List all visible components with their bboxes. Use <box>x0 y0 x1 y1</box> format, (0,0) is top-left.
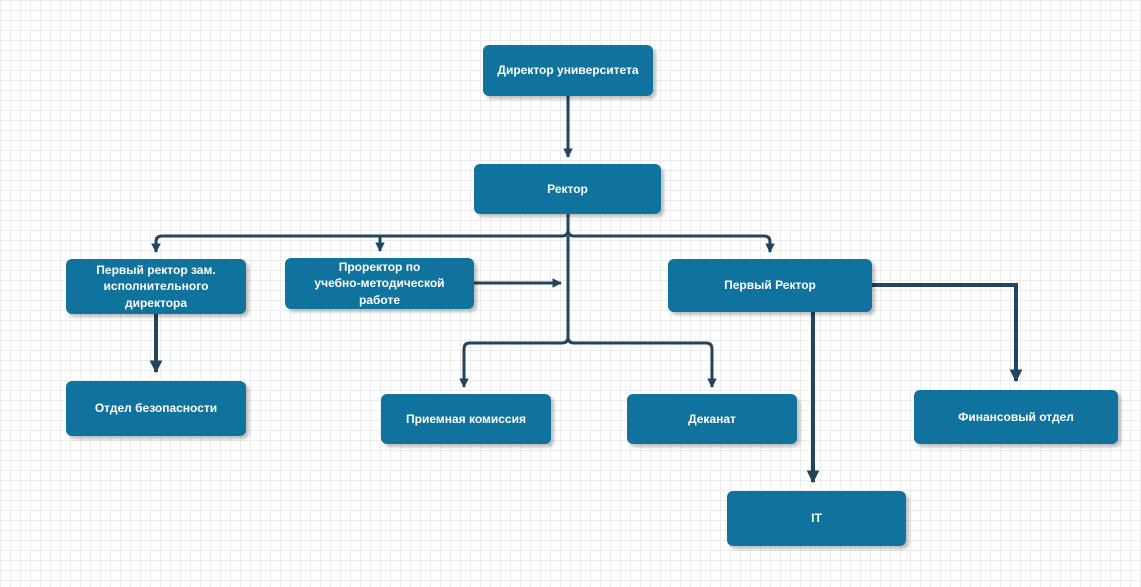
node-rector-label: Ректор <box>547 181 588 196</box>
edge-first-rector-finance <box>872 283 1023 383</box>
node-finance-label: Финансовый отдел <box>958 409 1074 424</box>
node-first-vice-rector-label: Первый ректор зам. исполнительного дирек… <box>96 263 216 310</box>
node-security[interactable]: Отдел безопасности <box>66 381 246 436</box>
node-security-label: Отдел безопасности <box>94 401 218 416</box>
node-rector[interactable]: Ректор <box>474 164 661 214</box>
node-first-rector-label: Первый Ректор <box>724 278 816 293</box>
node-director-label: Директор университета <box>497 63 639 78</box>
node-director[interactable]: Директор университета <box>483 45 653 96</box>
node-it[interactable]: IT <box>727 491 906 546</box>
node-admission-label: Приемная комиссия <box>406 411 526 426</box>
edge-rector-first-vice <box>151 214 570 253</box>
node-admission[interactable]: Приемная комиссия <box>381 394 551 444</box>
node-it-label: IT <box>811 511 822 526</box>
edge-rector-admission-deanery <box>459 236 570 388</box>
node-first-vice-rector[interactable]: Первый ректор зам. исполнительного дирек… <box>66 259 246 314</box>
node-first-rector[interactable]: Первый Ректор <box>668 259 872 312</box>
edge-rector-first-rector <box>566 229 775 253</box>
node-deanery[interactable]: Деканат <box>627 394 797 444</box>
node-prorector-label: Проректор по учебно-методической работе <box>314 260 445 307</box>
node-prorector[interactable]: Проректор по учебно-методической работе <box>285 258 474 309</box>
node-finance[interactable]: Финансовый отдел <box>914 390 1118 444</box>
node-deanery-label: Деканат <box>688 411 736 426</box>
edge-rector-deanery <box>566 336 717 388</box>
